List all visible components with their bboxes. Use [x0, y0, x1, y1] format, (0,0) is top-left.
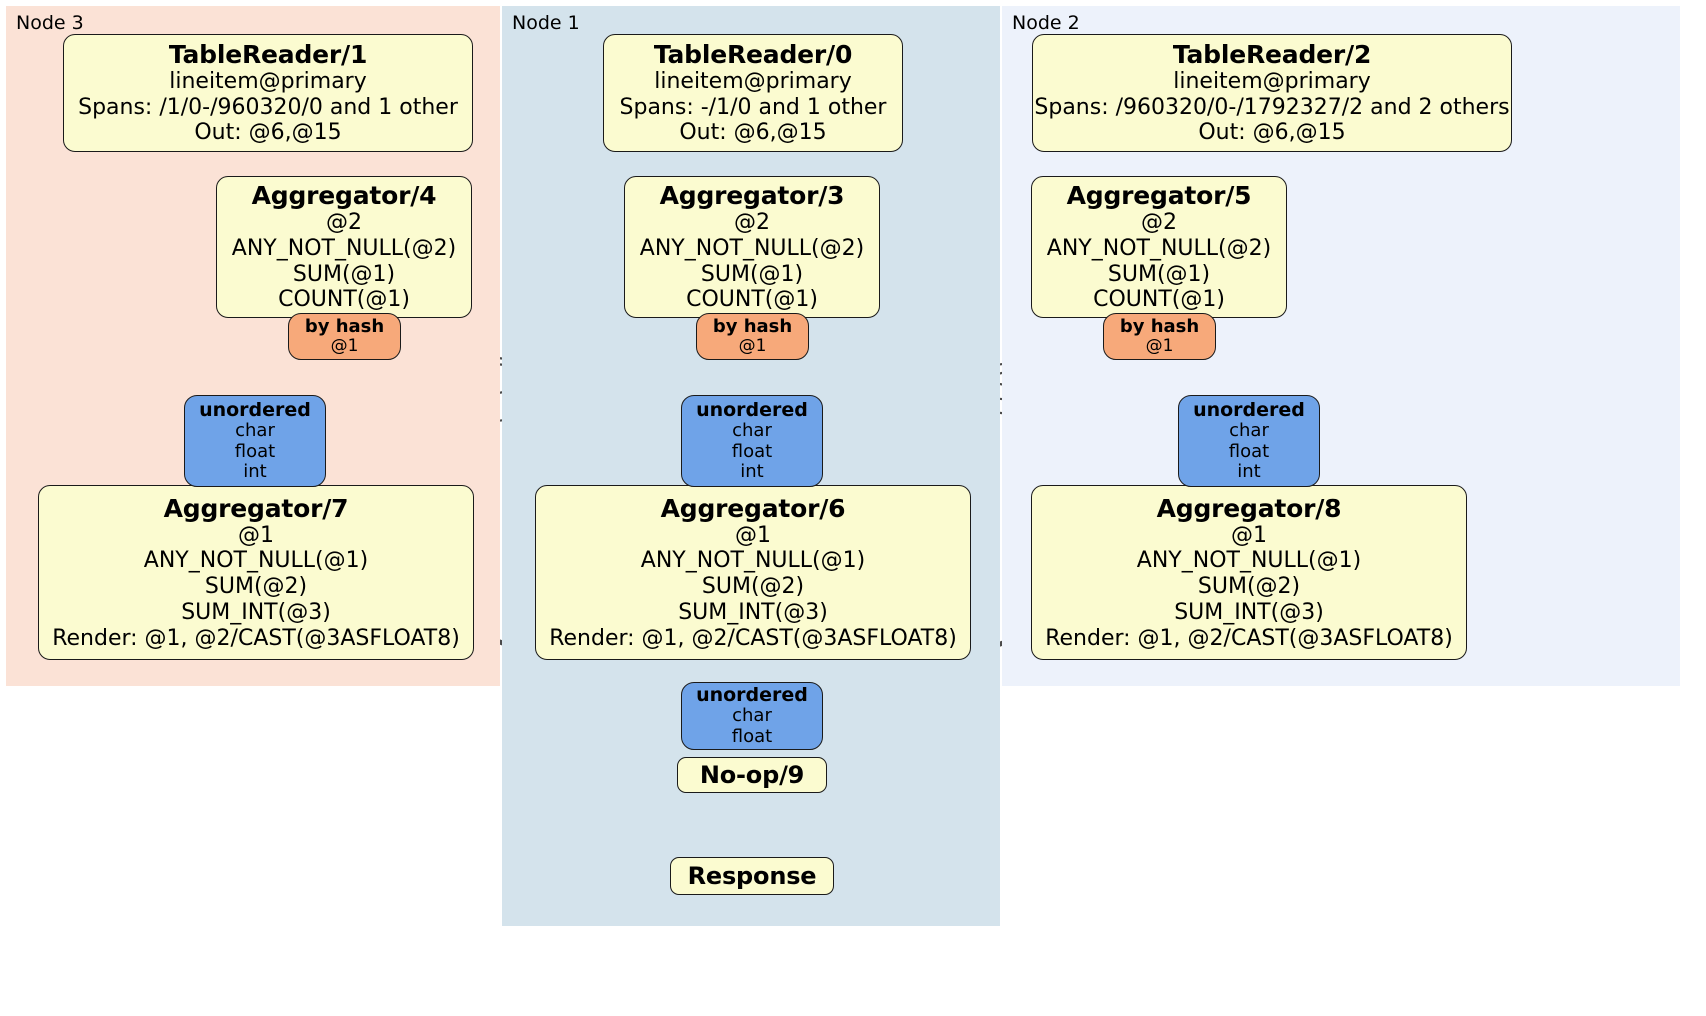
synchronizer-type-line: float [234, 440, 276, 462]
processor-render-line: Render: @1, @2/CAST(@3ASFLOAT8) [1045, 625, 1453, 651]
processor-detail-line: COUNT(@1) [278, 287, 410, 313]
processor-tablereader-0[interactable]: TableReader/0 lineitem@primary Spans: -/… [603, 34, 903, 152]
synchronizer-type-line: int [1237, 461, 1261, 483]
processor-title: Aggregator/6 [660, 493, 846, 523]
processor-aggregator-3[interactable]: Aggregator/3 @2 ANY_NOT_NULL(@2) SUM(@1)… [624, 176, 880, 318]
processor-detail-line: ANY_NOT_NULL(@1) [640, 548, 866, 574]
processor-detail-line: COUNT(@1) [686, 287, 818, 313]
node-panel-label-node2: Node 2 [1012, 12, 1080, 34]
processor-detail-line: SUM(@2) [701, 574, 805, 600]
synchronizer-type-line: float [731, 726, 773, 748]
processor-detail-line: SUM_INT(@3) [1174, 599, 1324, 625]
processor-tablereader-2[interactable]: TableReader/2 lineitem@primary Spans: /9… [1032, 34, 1512, 152]
synchronizer-unordered-node1[interactable]: unordered char float int [681, 395, 823, 487]
processor-detail-line: @2 [1141, 210, 1177, 236]
processor-detail-line: SUM_INT(@3) [678, 599, 828, 625]
synchronizer-title: unordered [696, 398, 808, 421]
processor-title: TableReader/0 [653, 39, 853, 69]
router-by-hash-node1[interactable]: by hash @1 [696, 313, 809, 360]
processor-title: Aggregator/3 [659, 181, 845, 211]
synchronizer-title: unordered [696, 684, 808, 707]
synchronizer-title: unordered [1193, 398, 1305, 421]
processor-detail-line: SUM(@1) [1107, 261, 1211, 287]
processor-detail-line: ANY_NOT_NULL(@2) [1046, 235, 1272, 261]
synchronizer-type-line: char [1229, 419, 1269, 441]
processor-title: TableReader/2 [1172, 39, 1372, 69]
processor-detail-line: Spans: -/1/0 and 1 other [619, 94, 887, 120]
processor-detail-line: Out: @6,@15 [679, 120, 827, 146]
processor-aggregator-5[interactable]: Aggregator/5 @2 ANY_NOT_NULL(@2) SUM(@1)… [1031, 176, 1287, 318]
synchronizer-type-line: int [243, 461, 267, 483]
node-panel-label-node3: Node 3 [16, 12, 84, 34]
processor-detail-line: SUM(@2) [204, 574, 308, 600]
router-title: by hash [304, 316, 385, 338]
router-by-hash-node2[interactable]: by hash @1 [1103, 313, 1216, 360]
processor-detail-line: COUNT(@1) [1093, 287, 1225, 313]
processor-detail-line: lineitem@primary [1173, 68, 1371, 94]
processor-render-line: Render: @1, @2/CAST(@3ASFLOAT8) [549, 625, 957, 651]
processor-detail-line: Out: @6,@15 [1198, 120, 1346, 146]
processor-aggregator-8[interactable]: Aggregator/8 @1 ANY_NOT_NULL(@1) SUM(@2)… [1031, 485, 1467, 660]
processor-title: Response [687, 861, 817, 890]
processor-detail-line: Out: @6,@15 [194, 120, 342, 146]
processor-response[interactable]: Response [670, 857, 834, 895]
synchronizer-type-line: int [740, 461, 764, 483]
processor-title: Aggregator/5 [1066, 181, 1252, 211]
processor-title: TableReader/1 [168, 39, 368, 69]
synchronizer-type-line: char [732, 705, 772, 727]
processor-detail-line: @2 [326, 210, 362, 236]
processor-aggregator-4[interactable]: Aggregator/4 @2 ANY_NOT_NULL(@2) SUM(@1)… [216, 176, 472, 318]
processor-detail-line: lineitem@primary [169, 68, 367, 94]
processor-detail-line: SUM_INT(@3) [181, 599, 331, 625]
processor-detail-line: SUM(@2) [1197, 574, 1301, 600]
node-panel-label-node1: Node 1 [512, 12, 580, 34]
processor-detail-line: @1 [1231, 522, 1267, 548]
processor-title: Aggregator/7 [163, 493, 349, 523]
router-detail-line: @1 [330, 336, 359, 357]
processor-detail-line: ANY_NOT_NULL(@2) [639, 235, 865, 261]
processor-detail-line: Spans: /960320/0-/1792327/2 and 2 others [1034, 94, 1510, 120]
synchronizer-unordered-final[interactable]: unordered char float [681, 682, 823, 750]
processor-detail-line: SUM(@1) [700, 261, 804, 287]
synchronizer-type-line: float [1228, 440, 1270, 462]
router-title: by hash [712, 316, 793, 338]
processor-tablereader-1[interactable]: TableReader/1 lineitem@primary Spans: /1… [63, 34, 473, 152]
processor-aggregator-7[interactable]: Aggregator/7 @1 ANY_NOT_NULL(@1) SUM(@2)… [38, 485, 474, 660]
processor-detail-line: ANY_NOT_NULL(@1) [1136, 548, 1362, 574]
processor-detail-line: ANY_NOT_NULL(@1) [143, 548, 369, 574]
synchronizer-unordered-node3[interactable]: unordered char float int [184, 395, 326, 487]
processor-detail-line: ANY_NOT_NULL(@2) [231, 235, 457, 261]
processor-detail-line: @1 [735, 522, 771, 548]
processor-noop-9[interactable]: No-op/9 [677, 757, 827, 793]
processor-title: Aggregator/4 [251, 181, 437, 211]
router-by-hash-node3[interactable]: by hash @1 [288, 313, 401, 360]
synchronizer-type-line: float [731, 440, 773, 462]
synchronizer-unordered-node2[interactable]: unordered char float int [1178, 395, 1320, 487]
processor-title: No-op/9 [699, 760, 805, 789]
synchronizer-type-line: char [732, 419, 772, 441]
processor-aggregator-6[interactable]: Aggregator/6 @1 ANY_NOT_NULL(@1) SUM(@2)… [535, 485, 971, 660]
synchronizer-title: unordered [199, 398, 311, 421]
processor-detail-line: SUM(@1) [292, 261, 396, 287]
router-detail-line: @1 [1145, 336, 1174, 357]
processor-detail-line: lineitem@primary [654, 68, 852, 94]
synchronizer-type-line: char [235, 419, 275, 441]
router-detail-line: @1 [738, 336, 767, 357]
processor-detail-line: @1 [238, 522, 274, 548]
processor-detail-line: Spans: /1/0-/960320/0 and 1 other [78, 94, 458, 120]
processor-render-line: Render: @1, @2/CAST(@3ASFLOAT8) [52, 625, 460, 651]
processor-detail-line: @2 [734, 210, 770, 236]
processor-title: Aggregator/8 [1156, 493, 1342, 523]
router-title: by hash [1119, 316, 1200, 338]
